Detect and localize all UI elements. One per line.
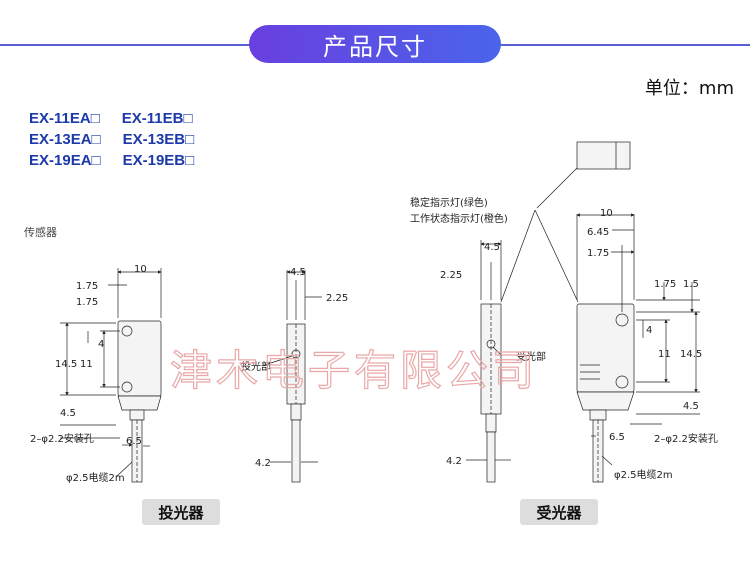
emitter-strain-relief	[129, 409, 145, 421]
emitter-hole-top	[121, 325, 133, 337]
model-name: EX-13EB□	[122, 131, 195, 148]
banner-right-line	[500, 44, 750, 46]
emitter-body	[117, 320, 162, 397]
emitter-caption: 投光器	[142, 499, 220, 525]
emitter-dim-4: 4	[98, 339, 104, 350]
emitter-part-label: 投光部	[241, 360, 271, 373]
indicator-status-label: 工作状态指示灯(橙色)	[410, 212, 508, 225]
model-name: EX-19EB□	[122, 152, 195, 169]
emitter-side-dim-4-2: 4.2	[255, 458, 271, 469]
emitter-side-dim-4-5: 4.5	[290, 267, 306, 278]
model-list: EX-11EA□ EX-11EB□ EX-13EA□ EX-13EB□ EX-19E…	[29, 108, 194, 171]
receiver-caption: 受光器	[520, 499, 598, 525]
receiver-dim-4-5: 4.5	[683, 401, 699, 412]
receiver-dim-1-75b: 1.75	[654, 279, 676, 290]
receiver-cable-spec: φ2.5电缆2m	[614, 468, 673, 481]
emitter-dim-11: 11	[80, 359, 93, 370]
receiver-side-dim-4-2: 4.2	[446, 456, 462, 467]
receiver-neck	[576, 391, 635, 411]
emitter-dim-hole-from-edge: 1.75	[76, 281, 98, 292]
receiver-top-view	[576, 141, 631, 170]
receiver-side-dim-2-25: 2.25	[440, 270, 462, 281]
model-name: EX-11EB□	[121, 110, 193, 127]
emitter-side-cable	[291, 419, 301, 483]
receiver-part-label: 受光部	[516, 350, 546, 363]
watermark: 津木电子有限公司	[170, 346, 538, 395]
emitter-dim-hole-top: 1.75	[76, 297, 98, 308]
receiver-dim-6-5: 6.5	[609, 432, 625, 443]
emitter-hole-spec: 2–φ2.2安装孔	[30, 432, 94, 445]
emitter-cable-spec: φ2.5电缆2m	[66, 471, 125, 484]
receiver-dim-width: 10	[600, 208, 613, 219]
receiver-dim-11: 11	[658, 349, 671, 360]
receiver-dim-6-45: 6.45	[587, 227, 609, 238]
emitter-neck	[117, 395, 162, 411]
emitter-dim-4-5: 4.5	[60, 408, 76, 419]
receiver-hole-spec: 2–φ2.2安装孔	[654, 432, 718, 445]
emitter-dim-height: 14.5	[55, 359, 77, 370]
receiver-dim-height: 14.5	[680, 349, 702, 360]
emitter-hole-bottom	[121, 381, 133, 393]
receiver-dim-4: 4	[646, 325, 652, 336]
indicator-stable-label: 稳定指示灯(绿色)	[410, 196, 488, 209]
model-name: EX-11EA□	[29, 110, 100, 127]
sensor-label: 传感器	[24, 226, 57, 239]
receiver-side-dim-4-5: 4.5	[484, 242, 500, 253]
unit-label: 单位：mm	[644, 78, 734, 99]
emitter-dim-width: 10	[134, 264, 147, 275]
emitter-side-dim-2-25: 2.25	[326, 293, 348, 304]
receiver-hole-top	[615, 313, 629, 327]
section-title: 产品尺寸	[249, 25, 501, 63]
model-name: EX-19EA□	[29, 152, 101, 169]
receiver-dim-1-5: 1.5	[683, 279, 699, 290]
emitter-dim-6-5: 6.5	[126, 436, 142, 447]
model-name: EX-13EA□	[29, 131, 101, 148]
receiver-side-cable	[486, 431, 496, 483]
receiver-hole-bottom	[615, 375, 629, 389]
banner-left-line	[0, 44, 250, 46]
receiver-dim-1-75a: 1.75	[587, 248, 609, 259]
